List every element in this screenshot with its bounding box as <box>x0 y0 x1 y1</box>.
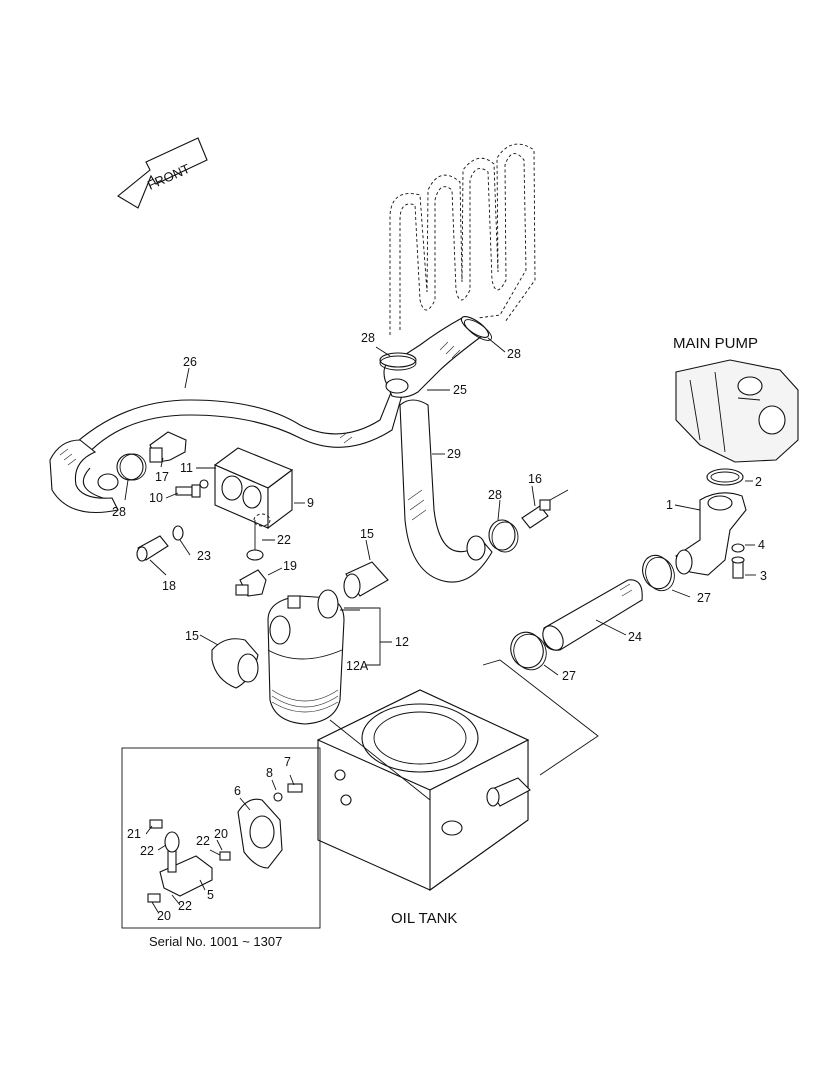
callout-22: 22 <box>277 533 291 547</box>
callout-28: 28 <box>361 331 375 345</box>
callout-9: 9 <box>307 496 314 510</box>
bolt-10 <box>175 479 209 498</box>
nipple-18 <box>136 535 169 562</box>
elbow-fitting-17 <box>149 431 187 463</box>
hose-26 <box>49 389 403 514</box>
callout-28: 28 <box>507 347 521 361</box>
coupler-15-upper <box>343 561 389 599</box>
clamp-27-lower <box>510 631 547 671</box>
callout-2: 2 <box>755 475 762 489</box>
clamp-28-upper-right <box>460 316 493 341</box>
callout-29: 29 <box>447 447 461 461</box>
o-ring-22 <box>246 549 264 561</box>
callout-24: 24 <box>628 630 642 644</box>
flange-elbow-1 <box>675 492 747 576</box>
coupler-15-lower <box>211 638 259 689</box>
callout-1: 1 <box>666 498 673 512</box>
serial-inset <box>121 747 321 929</box>
clamp-28-top <box>379 352 417 371</box>
filter-assembly-12 <box>267 589 345 725</box>
callout-15: 15 <box>185 629 199 643</box>
callout-10: 10 <box>149 491 163 505</box>
callout-19: 19 <box>283 559 297 573</box>
valve-block-9 <box>213 447 294 530</box>
main-pump-label: MAIN PUMP <box>673 335 758 352</box>
callout-7: 7 <box>284 755 291 769</box>
serial-label: Serial No. 1001 ~ 1307 <box>149 934 282 949</box>
callout-4: 4 <box>758 538 765 552</box>
callout-12: 12 <box>395 635 409 649</box>
sensor-16 <box>521 489 569 529</box>
callout-labels: 28 28 26 25 29 17 11 10 9 28 22 23 18 19… <box>112 331 767 923</box>
oil-tank-label: OIL TANK <box>391 910 457 927</box>
callout-27: 27 <box>562 669 576 683</box>
callout-21: 21 <box>127 827 141 841</box>
leader-lines <box>124 337 756 913</box>
callout-16: 16 <box>528 472 542 486</box>
callout-23: 23 <box>197 549 211 563</box>
main-pump <box>675 359 799 463</box>
callout-3: 3 <box>760 569 767 583</box>
bolt-3 <box>731 556 745 579</box>
o-ring-23 <box>172 525 184 541</box>
callout-18: 18 <box>162 579 176 593</box>
oil-tank <box>316 689 531 892</box>
hose-24 <box>542 579 643 651</box>
callout-26: 26 <box>183 355 197 369</box>
elbow-19 <box>235 569 267 597</box>
clamp-27-upper <box>642 554 675 592</box>
callout-27: 27 <box>697 591 711 605</box>
clamp-28-middle <box>488 519 519 553</box>
callout-15: 15 <box>360 527 374 541</box>
callout-12a: 12A <box>346 659 369 673</box>
hose-29 <box>399 399 493 583</box>
callout-20: 20 <box>157 909 171 923</box>
o-ring-2 <box>706 468 744 486</box>
front-arrow: FRONT <box>117 137 208 209</box>
callout-5: 5 <box>207 888 214 902</box>
callout-22: 22 <box>178 899 192 913</box>
washer-4 <box>731 543 745 553</box>
callout-8: 8 <box>266 766 273 780</box>
callout-22: 22 <box>140 844 154 858</box>
callout-6: 6 <box>234 784 241 798</box>
clamp-28-left <box>97 453 147 491</box>
callout-28: 28 <box>488 488 502 502</box>
callout-25: 25 <box>453 383 467 397</box>
callout-20: 20 <box>214 827 228 841</box>
callout-28: 28 <box>112 505 126 519</box>
callout-11: 11 <box>180 461 193 475</box>
oil-cooler-coil <box>389 143 536 335</box>
callout-22: 22 <box>196 834 210 848</box>
callout-17: 17 <box>155 470 169 484</box>
